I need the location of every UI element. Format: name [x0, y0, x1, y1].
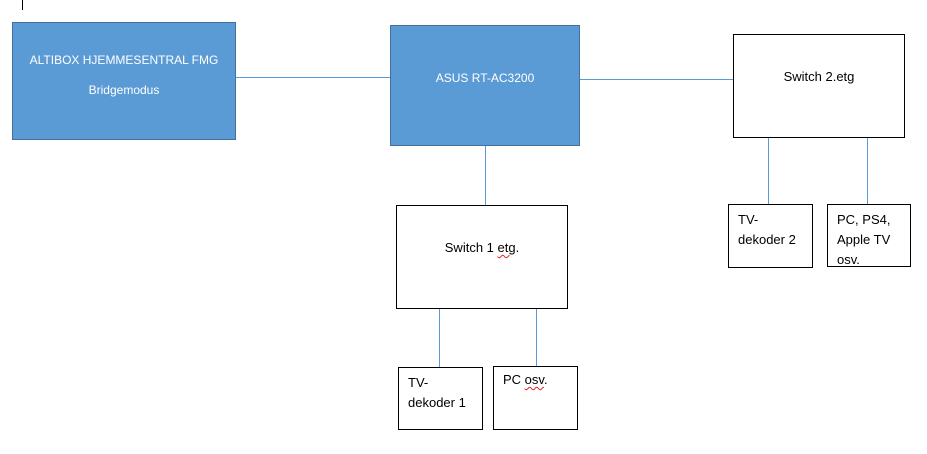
connector-asus-switch1: [485, 145, 486, 206]
node-asus-router[interactable]: ASUS RT-AC3200: [390, 25, 580, 146]
node-asus-label: ASUS RT-AC3200: [435, 71, 535, 85]
node-altibox-mode: Bridgemodus: [88, 83, 160, 97]
node-pc-1[interactable]: PC osv.: [493, 366, 578, 430]
spellcheck-word-etg: etg: [497, 240, 516, 255]
node-switch-1[interactable]: Switch 1 etg.: [396, 205, 568, 309]
node-pc-ps4-appletv-line3: osv.: [837, 252, 860, 267]
node-tv-dekoder-1-line1: TV-: [408, 375, 429, 390]
connector-switch1-pc1: [536, 309, 537, 367]
spellcheck-word-osv: osv: [524, 372, 544, 387]
connector-altibox-asus: [235, 77, 391, 78]
node-tv-dekoder-2-line1: TV-: [738, 212, 759, 227]
node-pc-ps4-appletv-line1: PC, PS4,: [837, 212, 891, 227]
node-pc-1-label-suffix: .: [543, 372, 548, 387]
node-switch-2-label: Switch 2.etg: [783, 69, 855, 84]
node-pc-1-label: PC osv.: [503, 370, 577, 390]
node-altibox-title: ALTIBOX HJEMMESENTRAL FMG: [29, 53, 219, 67]
connector-switch2-tv2: [768, 138, 769, 205]
node-switch-1-label: Switch 1 etg.: [445, 238, 519, 258]
node-switch-2[interactable]: Switch 2.etg: [733, 34, 905, 138]
node-switch-1-label-prefix: Switch 1: [444, 240, 498, 255]
node-pc-ps4-appletv-line2: Apple TV: [837, 232, 891, 247]
node-tv-dekoder-1[interactable]: TV- dekoder 1: [398, 367, 483, 430]
node-tv-dekoder-2-line2: dekoder 2: [738, 232, 796, 247]
node-pc-1-label-prefix: PC: [503, 372, 525, 387]
connector-switch2-pc2: [867, 138, 868, 205]
node-pc-ps4-appletv[interactable]: PC, PS4, Apple TV osv.: [827, 204, 911, 267]
connector-asus-switch2: [579, 79, 734, 80]
text-cursor: [22, 0, 23, 10]
connector-switch1-tv1: [439, 309, 440, 367]
node-altibox[interactable]: ALTIBOX HJEMMESENTRAL FMG Bridgemodus: [12, 22, 236, 140]
node-tv-dekoder-1-line2: dekoder 1: [408, 395, 466, 410]
node-switch-1-label-suffix: .: [515, 240, 520, 255]
node-tv-dekoder-2[interactable]: TV- dekoder 2: [728, 204, 813, 268]
